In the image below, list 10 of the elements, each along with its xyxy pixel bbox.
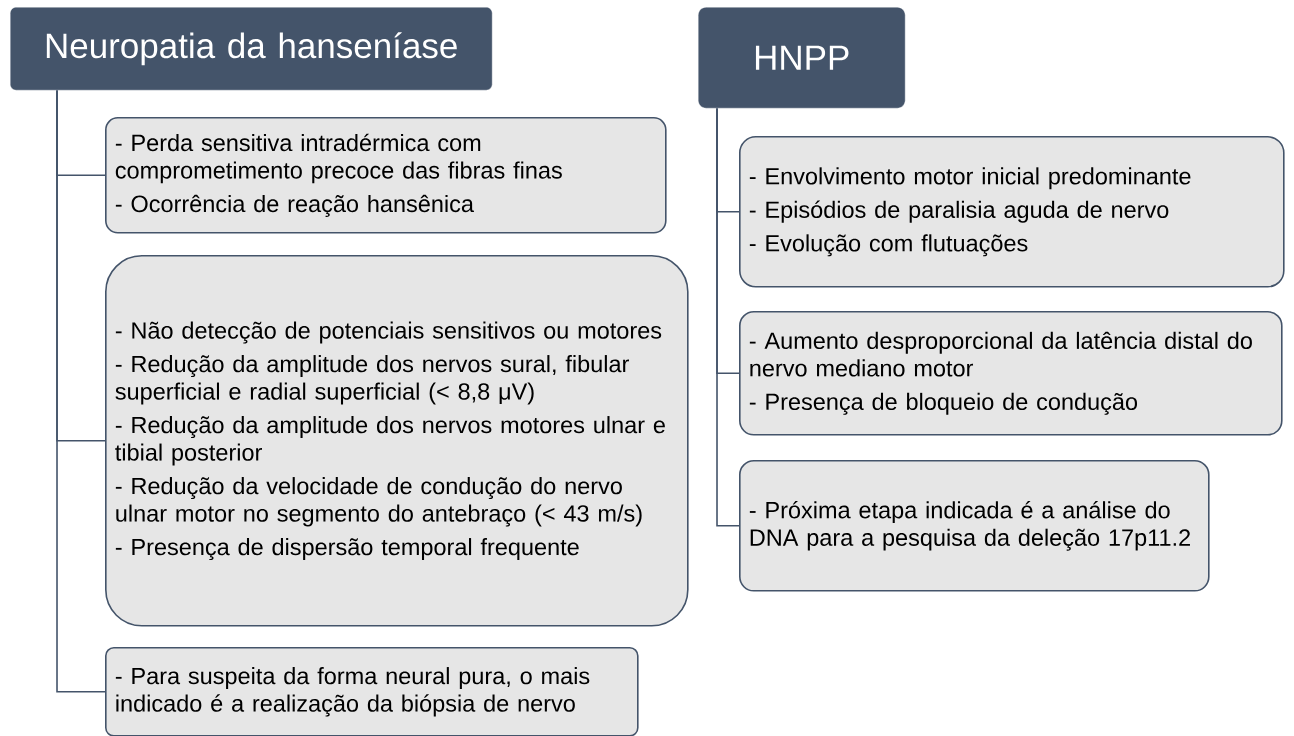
text-box: - Aumento desproporcional da latência distal do nervo mediano motor - Presença de bloqueio de condução: [739, 311, 1283, 436]
text-box: - Não detecção de potenciais sensitivos ou motores - Redução da amplitude dos nervos sural, fibular superficial e radial superficial (< 8,8 μV) - Redução da amplitude dos nervos motores ulnar e tibial posterior - Redução da velocidade de condução do nervo ulnar motor no segmento do antebraço (< 43 m/s) - Presença de dispersão temporal frequente: [105, 255, 689, 627]
title-box: HNPP: [698, 7, 906, 109]
text-box: - Perda sensitiva intradérmica com comprometimento precoce das fibras finas - Ocorrência de reação hansênica: [105, 117, 667, 234]
text-box: - Para suspeita da forma neural pura, o mais indicado é a realização da biópsia de nervo: [105, 647, 639, 736]
connector: [56, 89, 106, 693]
connector: [716, 107, 740, 527]
title-box: Neuropatia da hanseníase: [10, 7, 493, 91]
text-box: - Próxima etapa indicada é a análise do DNA para a pesquisa da deleção 17p11.2: [739, 460, 1210, 592]
text-box: - Envolvimento motor inicial predominante - Episódios de paralisia aguda de nervo - Evolução com flutuações: [739, 136, 1285, 288]
